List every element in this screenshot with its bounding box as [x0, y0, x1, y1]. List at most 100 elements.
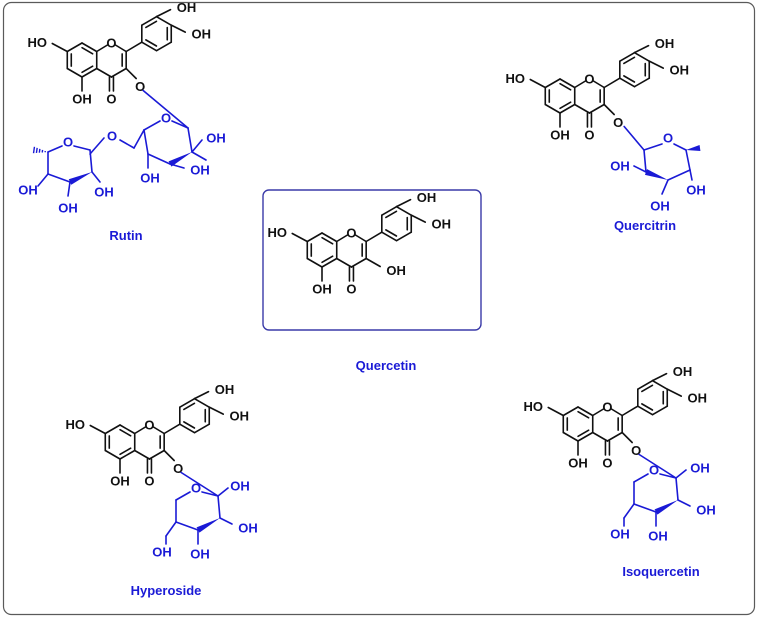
bond — [592, 80, 605, 89]
oh-3prime: OH — [192, 27, 212, 42]
bond — [410, 214, 427, 223]
bond — [219, 517, 233, 525]
bond — [335, 257, 353, 268]
bond — [577, 410, 590, 419]
bond — [677, 499, 691, 507]
oh-3: OH — [650, 199, 670, 214]
bond — [350, 257, 367, 268]
bond — [643, 149, 647, 173]
wedge-bond — [196, 518, 220, 533]
bond — [385, 210, 398, 219]
bond — [125, 41, 143, 53]
bond — [191, 139, 203, 153]
bond — [119, 424, 136, 435]
glycosidic-oxygen: O — [135, 79, 145, 94]
bond — [208, 406, 225, 415]
bond — [170, 24, 187, 33]
bond — [633, 165, 647, 173]
ring-oxygen: O — [584, 72, 594, 87]
bond — [114, 44, 127, 53]
bond — [610, 408, 623, 417]
oh-2g: OH — [206, 131, 226, 146]
bond — [354, 234, 367, 243]
quercetin-label: Quercetin — [356, 358, 417, 373]
ring-oxygen: O — [144, 418, 154, 433]
wedge-bond — [686, 145, 701, 151]
bond — [141, 41, 158, 52]
bond — [119, 139, 135, 149]
glycosidic-oxygen: O — [173, 461, 183, 476]
ring-oxygen: O — [106, 36, 116, 51]
bond — [81, 42, 98, 53]
oh-rh4: OH — [18, 183, 38, 198]
bond — [163, 449, 175, 462]
bond — [395, 205, 413, 216]
oh-4prime: OH — [177, 0, 197, 15]
bond — [133, 426, 147, 435]
glycosidic-oxygen: O — [631, 443, 641, 458]
oh-5: OH — [110, 474, 130, 489]
quercitrin-label: Quercitrin — [614, 218, 676, 233]
bond — [145, 20, 158, 29]
bond — [81, 46, 94, 55]
bond — [171, 120, 189, 129]
bond — [659, 473, 677, 479]
bond — [66, 67, 83, 78]
oh-4: OH — [190, 547, 210, 562]
bond — [81, 67, 98, 78]
bond — [91, 171, 101, 183]
oh-3: OH — [696, 503, 716, 518]
bond — [559, 103, 576, 114]
bond — [606, 431, 623, 442]
bond — [365, 257, 381, 268]
bond — [619, 77, 636, 88]
hyperoside-label: Hyperoside — [131, 583, 202, 598]
bond — [661, 179, 669, 195]
bond — [201, 491, 219, 497]
oh-7: HO — [524, 399, 544, 414]
bond — [133, 449, 151, 460]
bond — [577, 431, 594, 442]
bond — [193, 390, 210, 400]
bond — [119, 449, 136, 460]
bond — [183, 421, 196, 429]
carbonyl-oxygen: O — [584, 128, 594, 143]
bond — [651, 405, 669, 416]
bond — [619, 51, 636, 62]
bond — [621, 405, 639, 417]
carbonyl-oxygen: O — [602, 456, 612, 471]
bond — [175, 521, 199, 531]
bond — [119, 447, 132, 456]
bond — [651, 379, 669, 390]
bond — [559, 82, 572, 91]
bond — [638, 453, 677, 479]
ring-oxygen: O — [161, 111, 171, 126]
hash-bond — [32, 146, 36, 154]
oh-3prime: OH — [670, 63, 690, 78]
bond — [152, 426, 165, 435]
bond — [559, 101, 572, 110]
carbonyl-oxygen: O — [144, 474, 154, 489]
ring-oxygen: O — [649, 463, 659, 478]
bond — [47, 173, 71, 183]
bond — [163, 423, 181, 435]
oh-4prime: OH — [417, 190, 437, 205]
bond — [291, 232, 309, 243]
oh-4g: OH — [140, 171, 160, 186]
bond — [667, 169, 691, 181]
oh-3prime: OH — [688, 391, 708, 406]
bond — [66, 42, 83, 53]
bond — [641, 384, 654, 393]
ring-oxygen: O — [63, 135, 73, 150]
bond — [573, 103, 591, 114]
oh-5: OH — [312, 282, 332, 297]
bond — [133, 129, 145, 149]
bond — [143, 129, 149, 155]
bond — [47, 145, 63, 153]
oh-5: OH — [550, 128, 570, 143]
bond — [141, 15, 158, 26]
